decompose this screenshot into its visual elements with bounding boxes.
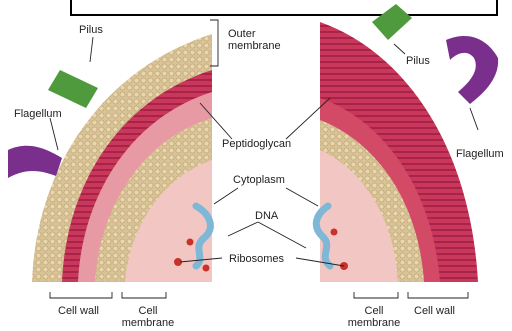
left-pilus [48, 70, 98, 108]
left-flagellum [8, 146, 62, 178]
label-peptidoglycan: Peptidoglycan [222, 138, 291, 150]
label-dna: DNA [255, 210, 278, 222]
right-flagellum [446, 36, 498, 104]
label-cell-wall-left: Cell wall [58, 305, 99, 317]
label-pilus-left: Pilus [79, 24, 103, 36]
label-cell-wall-right: Cell wall [414, 305, 455, 317]
label-pilus-right: Pilus [406, 55, 430, 67]
label-ribosomes: Ribosomes [229, 253, 284, 265]
ribosome [203, 265, 210, 272]
label-cell-membrane-right: Cell membrane [342, 305, 406, 329]
ribosome [331, 229, 338, 236]
right-cell-gram-positive [320, 22, 478, 282]
right-pilus [372, 4, 412, 40]
label-flagellum-right: Flagellum [456, 148, 504, 160]
ribosome [187, 239, 194, 246]
label-outer-membrane: Outer membrane [228, 28, 281, 52]
label-cytoplasm: Cytoplasm [233, 174, 285, 186]
label-cell-membrane-left: Cell membrane [116, 305, 180, 329]
label-flagellum-left: Flagellum [14, 108, 62, 120]
